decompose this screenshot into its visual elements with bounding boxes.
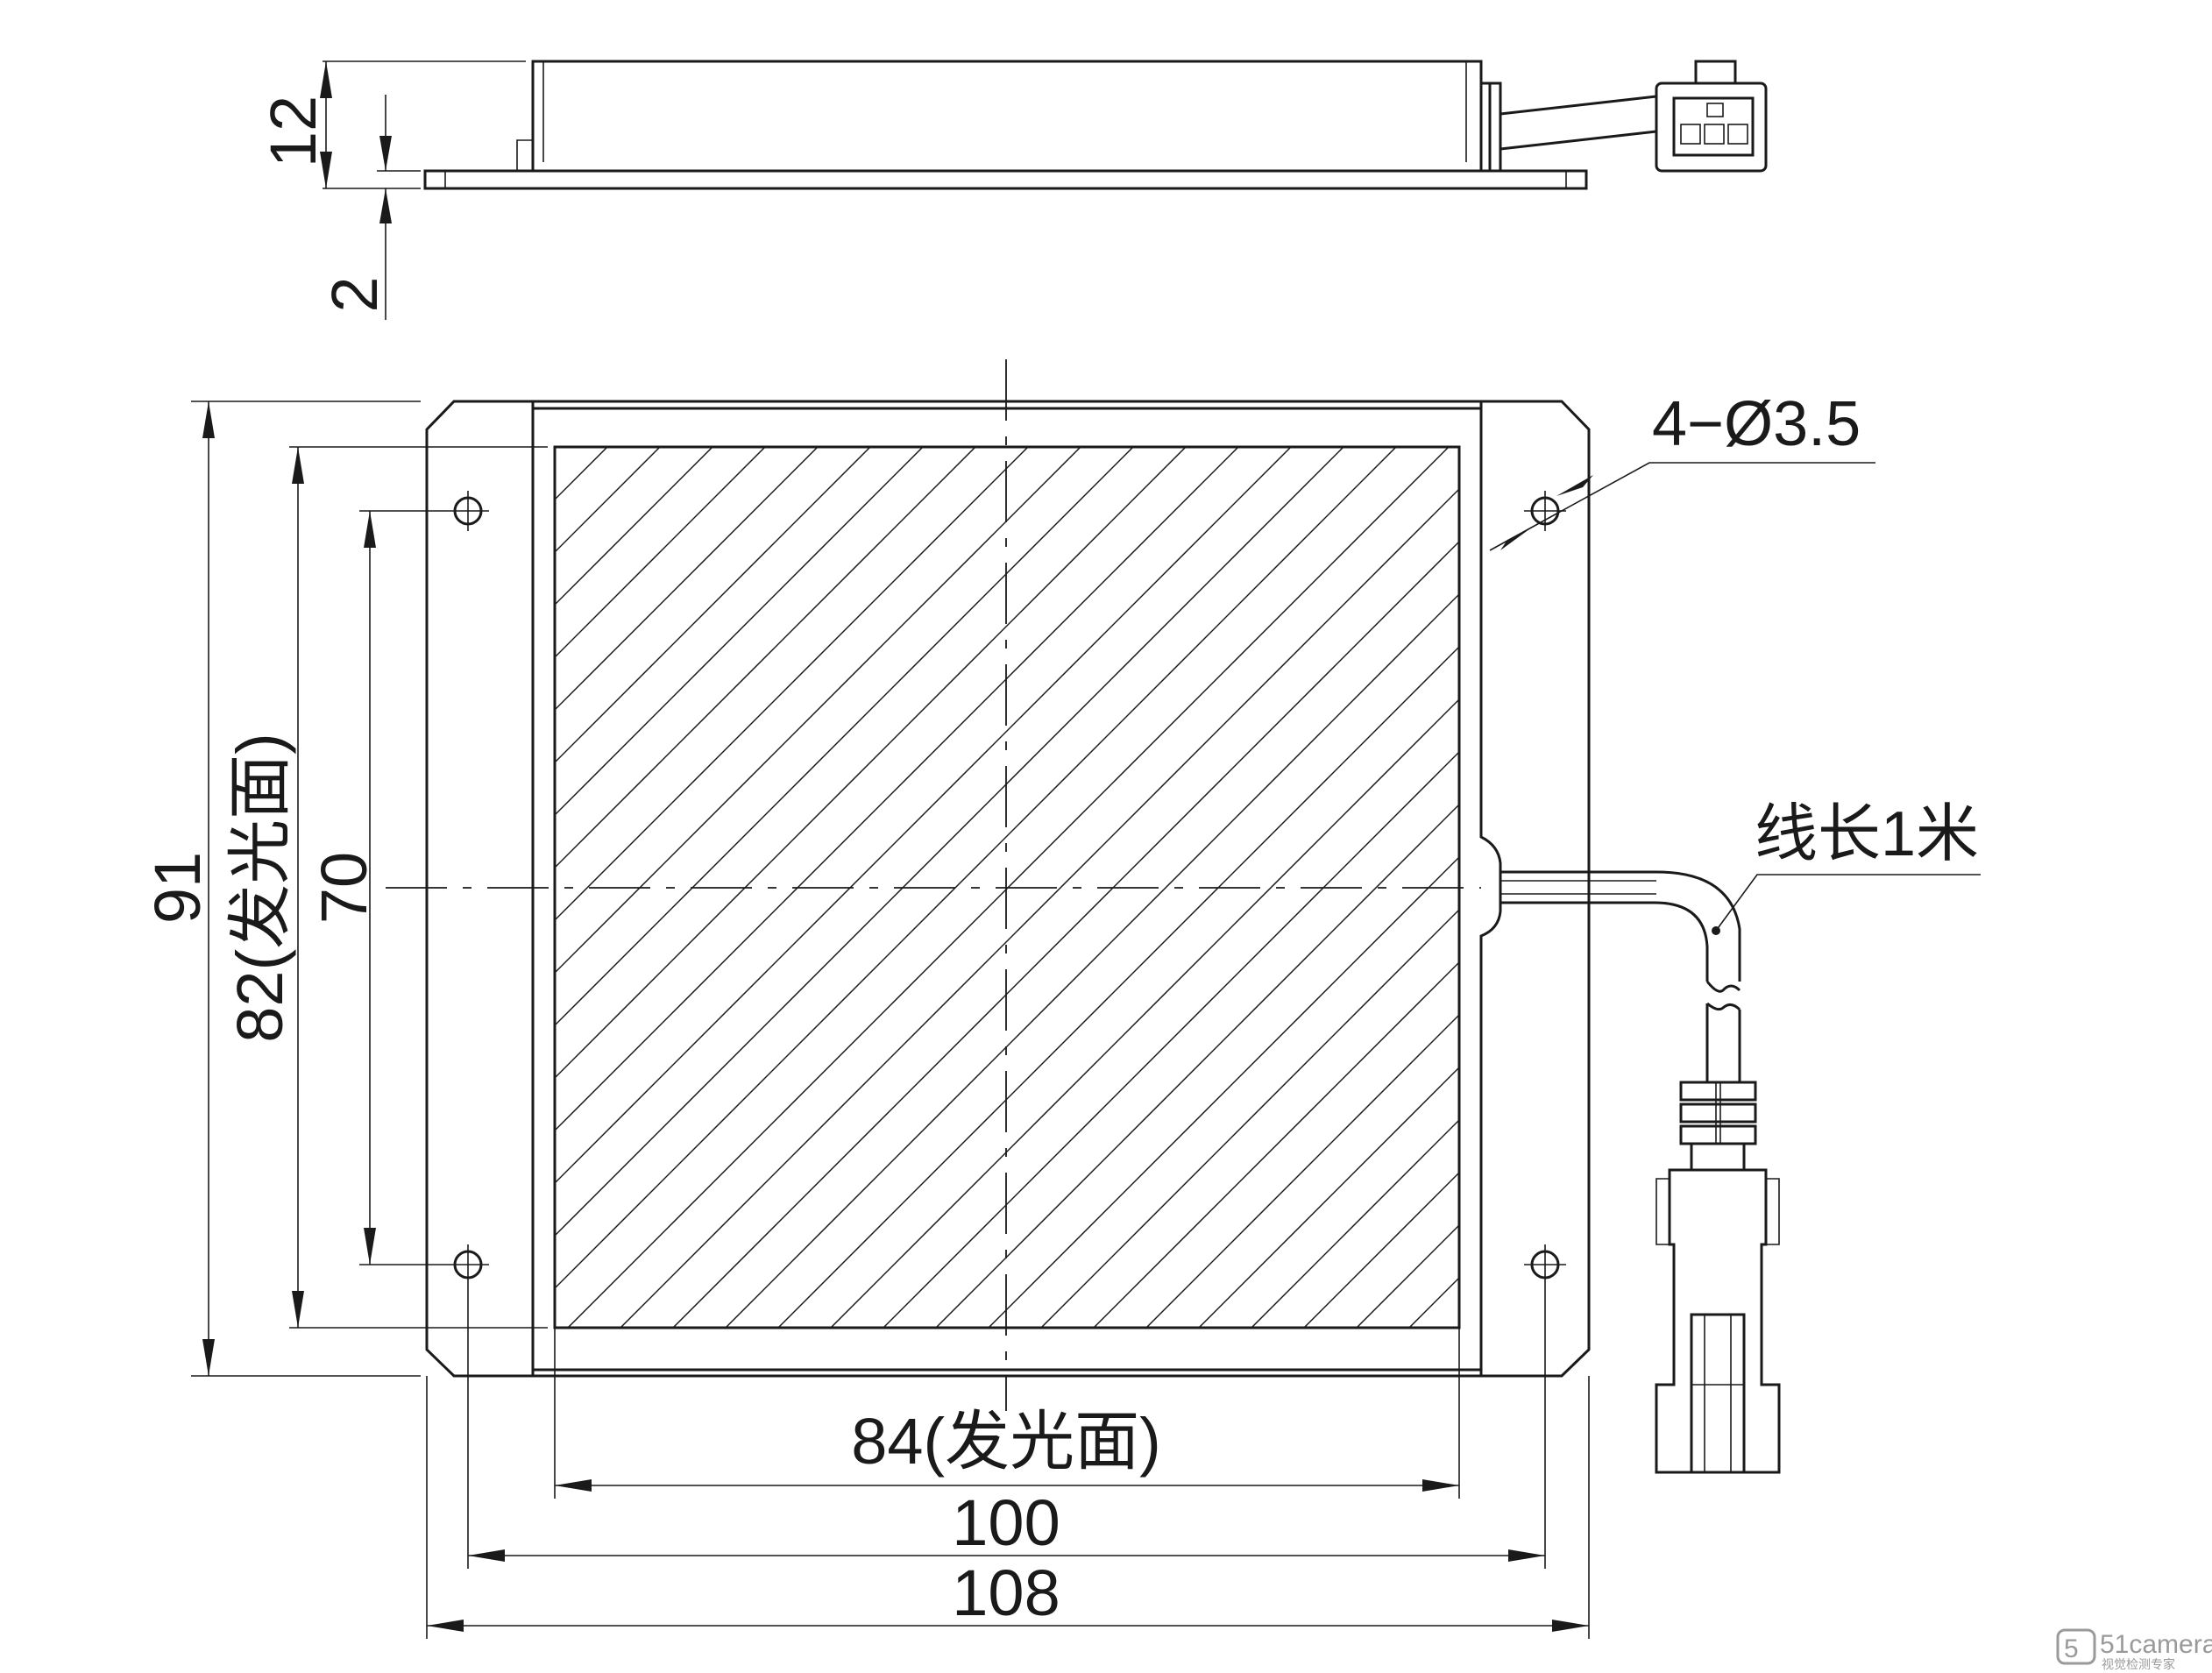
- watermark-logo: 5 51camera 视觉检测专家: [2056, 1628, 2212, 1671]
- dim-overall-width: 108: [952, 1556, 1060, 1629]
- dim-hole-spacing-vertical: 70: [308, 852, 380, 924]
- hatch-line: [1303, 1171, 1459, 1328]
- front-view: 91 82(发光面) 70 84(发光面) 100 108: [141, 359, 2212, 1639]
- hatch-line: [1988, 447, 2212, 1328]
- hatch-line: [2093, 447, 2212, 1328]
- cable-connector: [1655, 1081, 1781, 1474]
- dim-base-thickness: 2: [318, 276, 391, 312]
- hatch-line: [1882, 447, 2212, 1328]
- hatch-line: [555, 447, 819, 712]
- cable-length-label: 线长1米: [1755, 799, 1979, 869]
- side-connector: [1655, 60, 1768, 173]
- mounting-hole-bottom-right: [1524, 1244, 1566, 1285]
- hatch-line: [1408, 1276, 1459, 1328]
- hatch-line: [1725, 447, 2212, 1328]
- hatch-line: [1198, 1066, 1459, 1328]
- hatch-line: [1830, 447, 2212, 1328]
- hatch-line: [830, 698, 1459, 1328]
- hatch-line: [620, 487, 1459, 1328]
- side-view: 12 2: [257, 60, 1768, 320]
- dim-hole-spacing-horizontal: 100: [952, 1486, 1060, 1559]
- watermark-brand: 51camera: [2100, 1630, 2212, 1659]
- hatch-line: [1356, 1223, 1459, 1328]
- side-cable: [1499, 95, 1657, 151]
- svg-text:5: 5: [2064, 1634, 2079, 1663]
- hatch-line: [1777, 447, 2212, 1328]
- hatch-line: [2040, 447, 2212, 1328]
- cable: [1500, 870, 1741, 1082]
- mounting-hole-bottom-left: [447, 1244, 489, 1285]
- hatch-line: [555, 447, 924, 817]
- side-housing: [531, 60, 1483, 173]
- mounting-plate-outline: [425, 400, 1591, 1378]
- watermark-sub: 视觉检测专家: [2102, 1657, 2175, 1671]
- dim-emitting-width: 84(发光面): [851, 1405, 1161, 1478]
- hatch-line: [555, 447, 1397, 1290]
- dim-overall-height: 91: [141, 852, 214, 924]
- hatch-line: [1935, 447, 2212, 1328]
- hole-callout-label: 4−Ø3.5: [1652, 389, 1861, 459]
- hatch-line: [2145, 447, 2212, 1328]
- hatch-line: [555, 447, 976, 869]
- hatch-line: [1620, 447, 2212, 1328]
- side-base-plate: [423, 169, 1588, 190]
- housing-outline: [531, 401, 1502, 1376]
- hatch-line: [1514, 447, 2212, 1328]
- hatch-line: [1093, 961, 1459, 1328]
- hatch-line: [1251, 1118, 1459, 1328]
- hatch-line: [1672, 447, 2212, 1328]
- hatch-line: [935, 803, 1459, 1328]
- hatch-line: [2198, 447, 2212, 1328]
- hatch-line: [1040, 908, 1459, 1328]
- hatch-line: [1462, 447, 2212, 1328]
- dim-side-height: 12: [257, 96, 330, 167]
- hatch-line: [555, 447, 713, 606]
- hatch-line: [555, 447, 766, 659]
- hatch-line: [555, 447, 871, 764]
- hatch-line: [1567, 447, 2212, 1328]
- hatch-line: [1145, 1013, 1459, 1328]
- mounting-hole-top-right: [1524, 491, 1566, 531]
- hatch-line: [555, 447, 1029, 922]
- mounting-hole-top-left: [447, 491, 489, 531]
- cable-length-leader: [1715, 874, 1981, 932]
- hole-callout-leader: [1489, 462, 1875, 551]
- side-cable-gland: [1481, 82, 1502, 171]
- dim-emitting-height: 82(发光面): [223, 733, 296, 1043]
- hatch-line: [725, 592, 1459, 1328]
